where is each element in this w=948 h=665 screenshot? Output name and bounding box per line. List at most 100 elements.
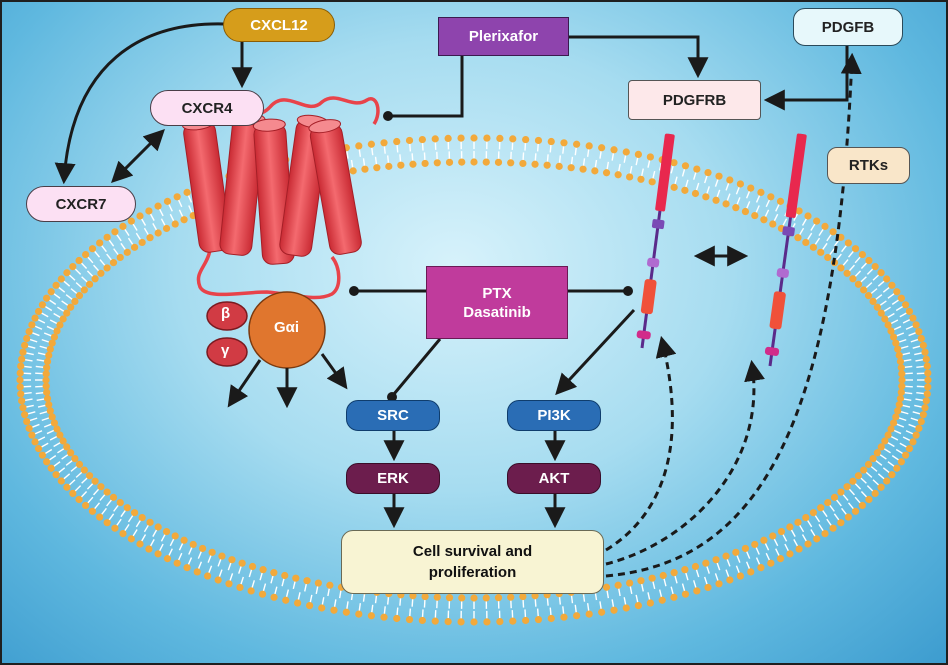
lipid-head bbox=[154, 229, 162, 237]
lipid-head bbox=[214, 576, 222, 584]
lipid-head bbox=[809, 509, 818, 517]
lipid-head bbox=[421, 159, 429, 168]
lipid-head bbox=[373, 164, 381, 172]
lipid-head bbox=[877, 443, 885, 451]
lipid-head bbox=[198, 544, 207, 553]
lipid-head bbox=[63, 483, 71, 491]
lipid-head bbox=[19, 404, 27, 412]
lipid-head bbox=[405, 136, 414, 145]
lipid-head bbox=[702, 559, 710, 567]
lipid-head bbox=[829, 524, 837, 532]
lipid-head bbox=[130, 509, 139, 517]
lipid-head bbox=[877, 309, 885, 317]
lipid-head bbox=[67, 449, 75, 457]
lipid-head bbox=[598, 144, 606, 152]
lipid-head bbox=[887, 327, 895, 335]
lipid-head bbox=[824, 253, 832, 262]
lipid-head bbox=[769, 220, 777, 228]
ptx-dasatinib-node: PTX Dasatinib bbox=[426, 266, 568, 339]
lipid-head bbox=[843, 483, 851, 491]
lipid-head bbox=[43, 357, 52, 366]
lipid-head bbox=[25, 424, 33, 432]
lipid-head bbox=[837, 488, 845, 496]
lipid-head bbox=[637, 577, 645, 585]
plerixafor-node: Plerixafor bbox=[438, 17, 569, 56]
lipid-head bbox=[180, 216, 188, 224]
lipid-head bbox=[905, 444, 914, 453]
lipid-head bbox=[367, 140, 375, 148]
lipid-head bbox=[97, 269, 105, 277]
lipid-head bbox=[80, 286, 88, 294]
lipid-head bbox=[59, 315, 67, 323]
lipid-head bbox=[59, 437, 67, 445]
lipid-head bbox=[924, 376, 932, 384]
lipid-head bbox=[445, 158, 454, 166]
lipid-head bbox=[659, 571, 667, 580]
rtk-transmembrane-domain bbox=[782, 226, 795, 237]
lipid-head bbox=[355, 142, 363, 150]
lipid-head bbox=[509, 135, 517, 143]
lipid-head bbox=[409, 160, 417, 168]
lipid-head bbox=[48, 339, 56, 347]
lipid-head bbox=[303, 577, 311, 585]
lipid-head bbox=[757, 564, 765, 572]
lipid-head bbox=[626, 579, 634, 587]
lipid-head bbox=[34, 444, 43, 453]
lipid-head bbox=[457, 618, 465, 626]
lipid-head bbox=[56, 321, 64, 329]
lipid-head bbox=[802, 238, 810, 247]
lipid-head bbox=[901, 451, 910, 459]
lipid-head bbox=[610, 606, 618, 614]
lipid-head bbox=[681, 186, 689, 194]
lipid-head bbox=[923, 390, 931, 398]
lipid-head bbox=[522, 616, 530, 625]
lipid-head bbox=[658, 596, 666, 604]
lipid-head bbox=[88, 245, 97, 253]
lipid-head bbox=[843, 269, 851, 277]
lipid-head bbox=[881, 437, 889, 445]
lipid-head bbox=[397, 161, 405, 169]
pdgfrb-receptor-1 bbox=[636, 133, 675, 349]
lipid-head bbox=[854, 472, 863, 480]
lipid-head bbox=[547, 137, 555, 146]
lipid-head bbox=[860, 286, 868, 294]
arrow-plerixafor-pdgfrb bbox=[569, 35, 709, 79]
arrow-pdgfrb-pi3k bbox=[555, 308, 636, 396]
lipid-head bbox=[85, 472, 94, 480]
lipid-head bbox=[23, 417, 31, 426]
lipid-head bbox=[103, 264, 111, 272]
lipid-head bbox=[67, 303, 75, 311]
lipid-head bbox=[889, 419, 898, 427]
lipid-head bbox=[69, 489, 77, 498]
lipid-head bbox=[52, 281, 60, 289]
lipid-head bbox=[715, 172, 723, 180]
lipid-head bbox=[919, 411, 927, 419]
lipid-head bbox=[123, 504, 131, 512]
lipid-head bbox=[247, 587, 255, 595]
lipid-head bbox=[111, 524, 119, 532]
receptor-loop-bottom bbox=[196, 249, 341, 300]
lipid-head bbox=[236, 583, 244, 592]
lipid-head bbox=[444, 134, 452, 142]
lipid-head bbox=[154, 550, 162, 558]
lipid-head bbox=[534, 615, 543, 624]
lipid-head bbox=[794, 234, 802, 242]
lipid-head bbox=[483, 134, 491, 142]
lipid-head bbox=[457, 134, 465, 142]
lipid-head bbox=[864, 460, 873, 468]
lipid-head bbox=[238, 559, 246, 567]
lipid-head bbox=[127, 535, 135, 543]
lipid-head bbox=[431, 617, 439, 625]
lipid-head bbox=[18, 355, 26, 363]
lipid-head bbox=[80, 466, 88, 474]
lipid-head bbox=[896, 357, 905, 366]
lipid-head bbox=[146, 234, 154, 242]
gamma-label: γ bbox=[221, 342, 230, 359]
dasatinib-label: Dasatinib bbox=[463, 303, 531, 321]
lipid-head bbox=[16, 369, 24, 377]
lipid-head bbox=[50, 419, 59, 427]
lipid-head bbox=[405, 615, 414, 624]
lipid-head bbox=[871, 262, 879, 271]
lipid-head bbox=[367, 612, 375, 620]
lipid-head bbox=[96, 513, 104, 521]
